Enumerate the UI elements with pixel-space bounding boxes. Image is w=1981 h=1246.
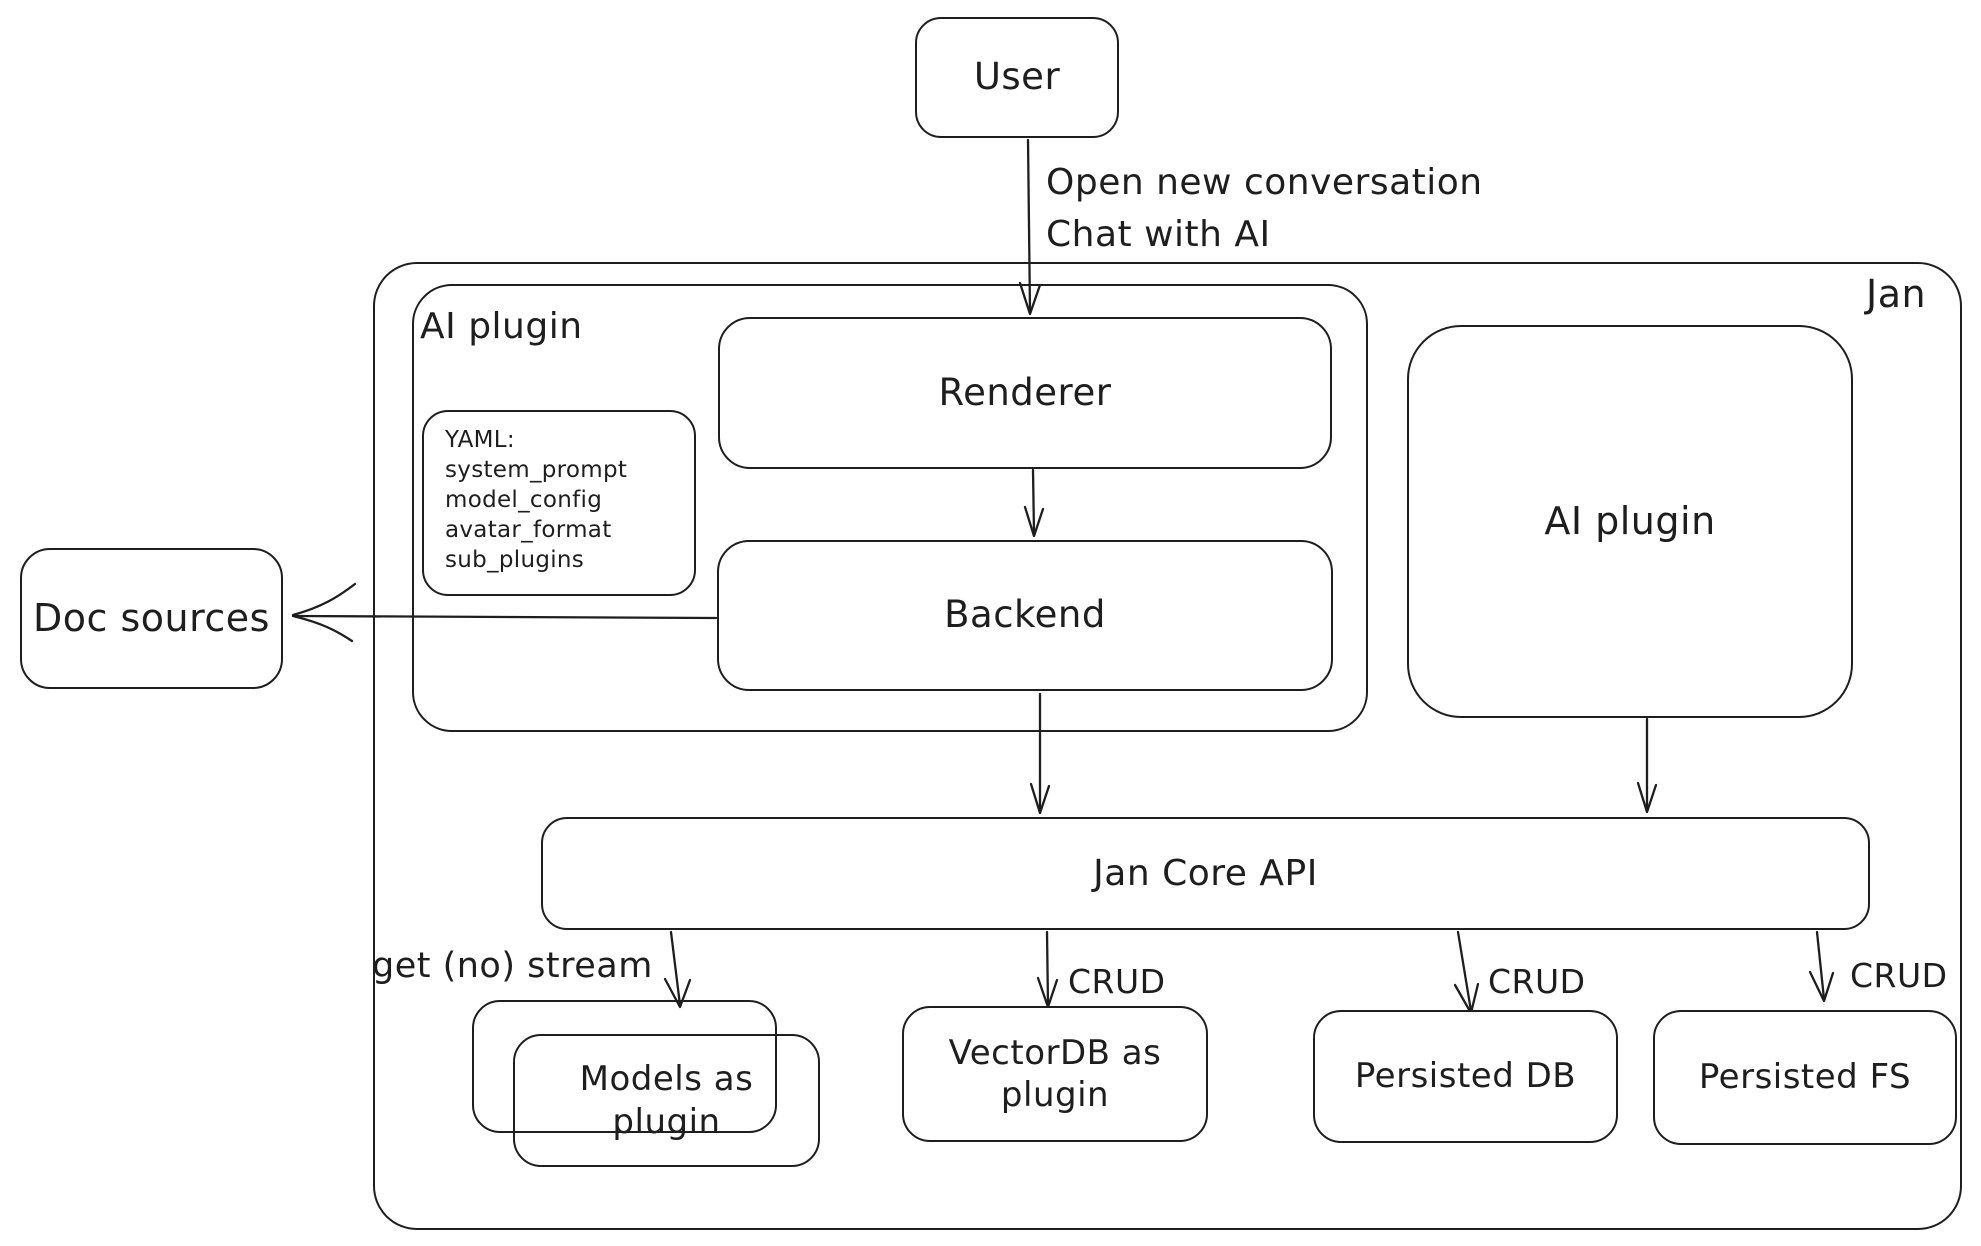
yaml-note-line: model_config [445,487,603,513]
open-new-conversation-label: Open new conversation [1046,162,1483,203]
yaml-note-line: YAML: [445,427,515,453]
edge-renderer-to-backend [1023,468,1045,538]
edge-label-get-no-stream: get (no) stream [372,946,653,986]
node-persisted-fs: Persisted FS [1653,1010,1957,1145]
node-ai-plugin-label: AI plugin [1544,498,1716,543]
edge-backend-to-doc-sources [291,582,718,643]
edge-user-to-renderer [1018,138,1042,316]
node-models-as-plugin: Models as plugin [513,1034,820,1167]
node-doc-sources-label: Doc sources [33,595,270,640]
edge-core-api-to-persisted-db [1453,930,1480,1015]
edge-core-api-to-persisted-fs [1808,930,1835,1003]
jan-container [373,262,1962,1230]
edge-core-api-to-models [663,930,692,1009]
yaml-note-line: system_prompt [445,457,628,483]
edge-backend-to-core-api [1029,692,1051,815]
node-persisted-db: Persisted DB [1313,1010,1618,1143]
ai-plugin-group-label: AI plugin [420,306,583,347]
ai-plugin-group [412,284,1368,732]
node-vectordb-as-plugin-label: VectorDB as plugin [948,1032,1162,1116]
edge-ai-plugin-to-core-api [1636,717,1658,814]
node-user-label: User [973,55,1061,99]
node-jan-core-api-label: Jan Core API [1093,853,1318,894]
edge-label-crud-persisted-db: CRUD [1488,962,1586,1001]
node-doc-sources: Doc sources [20,548,283,689]
node-vectordb-as-plugin: VectorDB as plugin [902,1006,1208,1142]
node-ai-plugin: AI plugin [1407,325,1853,718]
node-persisted-fs-label: Persisted FS [1698,1057,1912,1098]
node-models-as-plugin-back [472,1000,777,1133]
node-renderer-label: Renderer [938,370,1112,414]
node-backend-label: Backend [944,593,1106,637]
node-models-as-plugin-label: Models as plugin [579,1059,754,1142]
node-renderer: Renderer [718,317,1332,469]
edge-label-crud-persisted-fs: CRUD [1850,956,1948,995]
yaml-note-line: avatar_format [445,517,612,543]
chat-with-ai-label: Chat with AI [1046,214,1271,255]
node-persisted-db-label: Persisted DB [1354,1056,1577,1097]
edge-core-api-to-vectordb [1036,930,1059,1009]
jan-container-label: Jan [1866,272,1927,316]
yaml-note: YAML: system_prompt model_config avatar_… [422,410,696,596]
node-jan-core-api: Jan Core API [541,817,1870,930]
node-backend: Backend [717,540,1333,691]
edge-label-crud-vectordb: CRUD [1068,962,1166,1001]
node-user: User [915,17,1119,138]
yaml-note-line: sub_plugins [445,547,585,573]
